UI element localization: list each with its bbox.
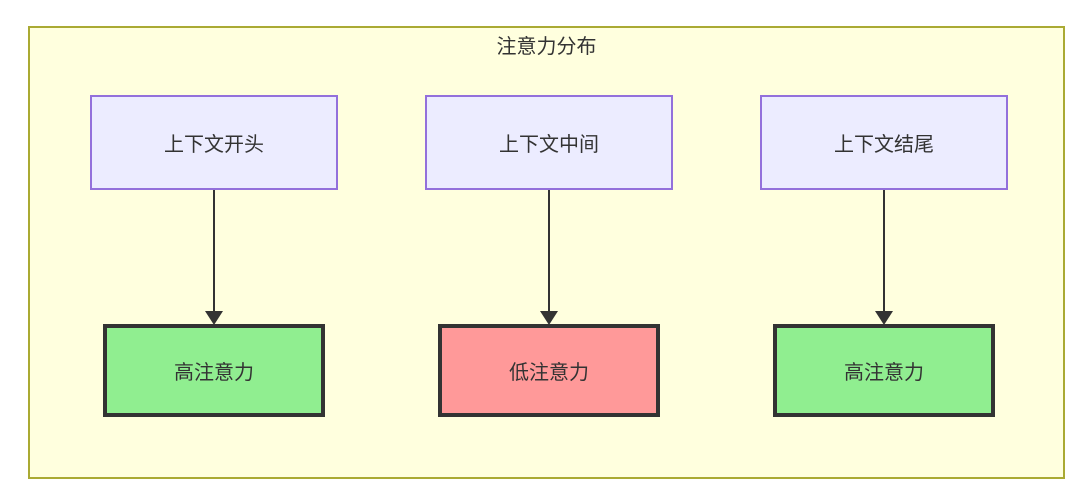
node-context-middle: 上下文中间 — [425, 95, 673, 190]
flow-column-context-middle: 上下文中间 低注意力 — [425, 95, 673, 417]
node-low-attention: 低注意力 — [438, 324, 660, 417]
node-high-attention-right: 高注意力 — [773, 324, 995, 417]
arrow-down-icon — [875, 311, 893, 325]
arrow-line — [548, 190, 550, 311]
node-context-end: 上下文结尾 — [760, 95, 1008, 190]
arrow-line — [883, 190, 885, 311]
node-context-beginning: 上下文开头 — [90, 95, 338, 190]
arrow-down-icon — [540, 311, 558, 325]
arrow-line — [213, 190, 215, 311]
arrow-down-icon — [205, 311, 223, 325]
diagram-title: 注意力分布 — [496, 36, 597, 58]
flow-column-context-beginning: 上下文开头 高注意力 — [90, 95, 338, 417]
attention-distribution-panel: 注意力分布 上下文开头 高注意力 上下文中间 低注意力 上下文结尾 高注意力 — [28, 26, 1065, 479]
flow-column-context-end: 上下文结尾 高注意力 — [760, 95, 1008, 417]
node-high-attention-left: 高注意力 — [103, 324, 325, 417]
